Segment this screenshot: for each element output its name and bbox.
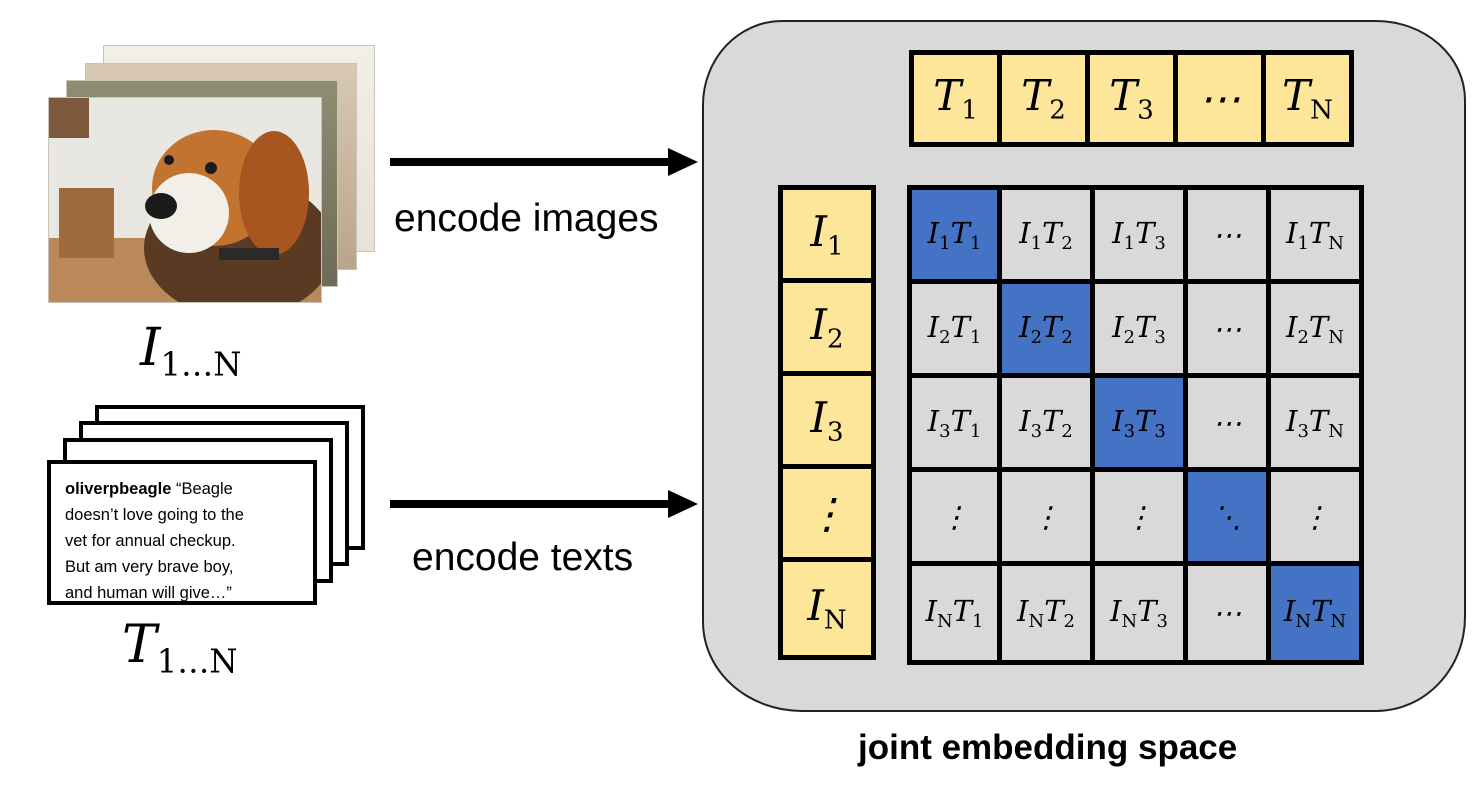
image-embedding-5: IN (807, 581, 847, 636)
matrix-cell-r1-c3: I1T3 (1095, 190, 1188, 284)
matrix-cell-r5-c4: ⋯ (1188, 566, 1271, 660)
beagle-photo (48, 97, 322, 303)
matrix-cell-r4-c4: ⋱ (1188, 472, 1271, 566)
matrix-cell-r2-c5: I2TN (1271, 284, 1359, 378)
matrix-cell-r3-c3: I3T3 (1095, 378, 1188, 472)
encode-texts-arrow (390, 500, 670, 508)
encode-texts-label: encode texts (412, 536, 634, 579)
matrix-cell-r4-c2: ⋮ (1002, 472, 1095, 566)
matrix-cell-r4-c5: ⋮ (1271, 472, 1359, 566)
images-label: I1…N (140, 318, 242, 384)
text-embedding-3: T3 (1090, 55, 1178, 142)
caption-line-1: “Beagle (171, 480, 233, 498)
image-embedding-3: I3 (783, 376, 871, 469)
matrix-cell-r5-c3: INT3 (1095, 566, 1188, 660)
matrix-cell-r1-c4: ⋯ (1188, 190, 1271, 284)
matrix-cell-r2-c2: I2T2 (1002, 284, 1095, 378)
text-embedding-5: TN (1282, 71, 1333, 126)
matrix-cell-r2-c4: ⋯ (1188, 284, 1271, 378)
matrix-cell-r3-c4: ⋯ (1188, 378, 1271, 472)
caption-line-5: and human will give…” (65, 584, 232, 602)
caption-username: oliverpbeagle (65, 480, 172, 498)
caption-line-3: vet for annual checkup. (65, 532, 236, 550)
image-embedding-4: ⋮ (783, 469, 871, 562)
matrix-cell-r4-c3: ⋮ (1095, 472, 1188, 566)
matrix-cell-r3-c5: I3TN (1271, 378, 1359, 472)
text-embedding-2: T2 (1002, 55, 1090, 142)
matrix-cell-r1-c2: I1T2 (1002, 190, 1095, 284)
matrix-cell-r3-c2: I3T2 (1002, 378, 1095, 472)
matrix-cell-r1-c5: I1TN (1271, 190, 1359, 284)
beagle-illustration (49, 98, 321, 302)
text-embedding-1: T1 (914, 55, 1002, 142)
matrix-cell-r2-c3: I2T3 (1095, 284, 1188, 378)
matrix-cell-r2-c1: I2T1 (912, 284, 1002, 378)
caption-line-2: doesn’t love going to the (65, 506, 244, 524)
matrix-cell-r4-c1: ⋮ (912, 472, 1002, 566)
matrix-cell-r3-c1: I3T1 (912, 378, 1002, 472)
arrow-head-texts (668, 490, 698, 518)
texts-label: T1…N (122, 615, 238, 681)
arrow-head-images (668, 148, 698, 176)
matrix-cell-r5-c5: INTN (1271, 566, 1359, 660)
matrix-cell-r5-c2: INT2 (1002, 566, 1095, 660)
matrix-cell-r5-c1: INT1 (912, 566, 1002, 660)
caption-line-4: But am very brave boy, (65, 558, 234, 576)
embedding-space-caption: joint embedding space (858, 728, 1238, 767)
matrix-cell-r1-c1: I1T1 (912, 190, 1002, 284)
image-embedding-2: I2 (783, 283, 871, 376)
encode-images-label: encode images (394, 197, 659, 240)
encode-images-arrow (390, 158, 670, 166)
text-card-front: oliverpbeagle “Beagle doesn’t love going… (47, 460, 317, 605)
image-embedding-1: I1 (783, 190, 871, 283)
text-embedding-4: ⋯ (1178, 55, 1266, 142)
